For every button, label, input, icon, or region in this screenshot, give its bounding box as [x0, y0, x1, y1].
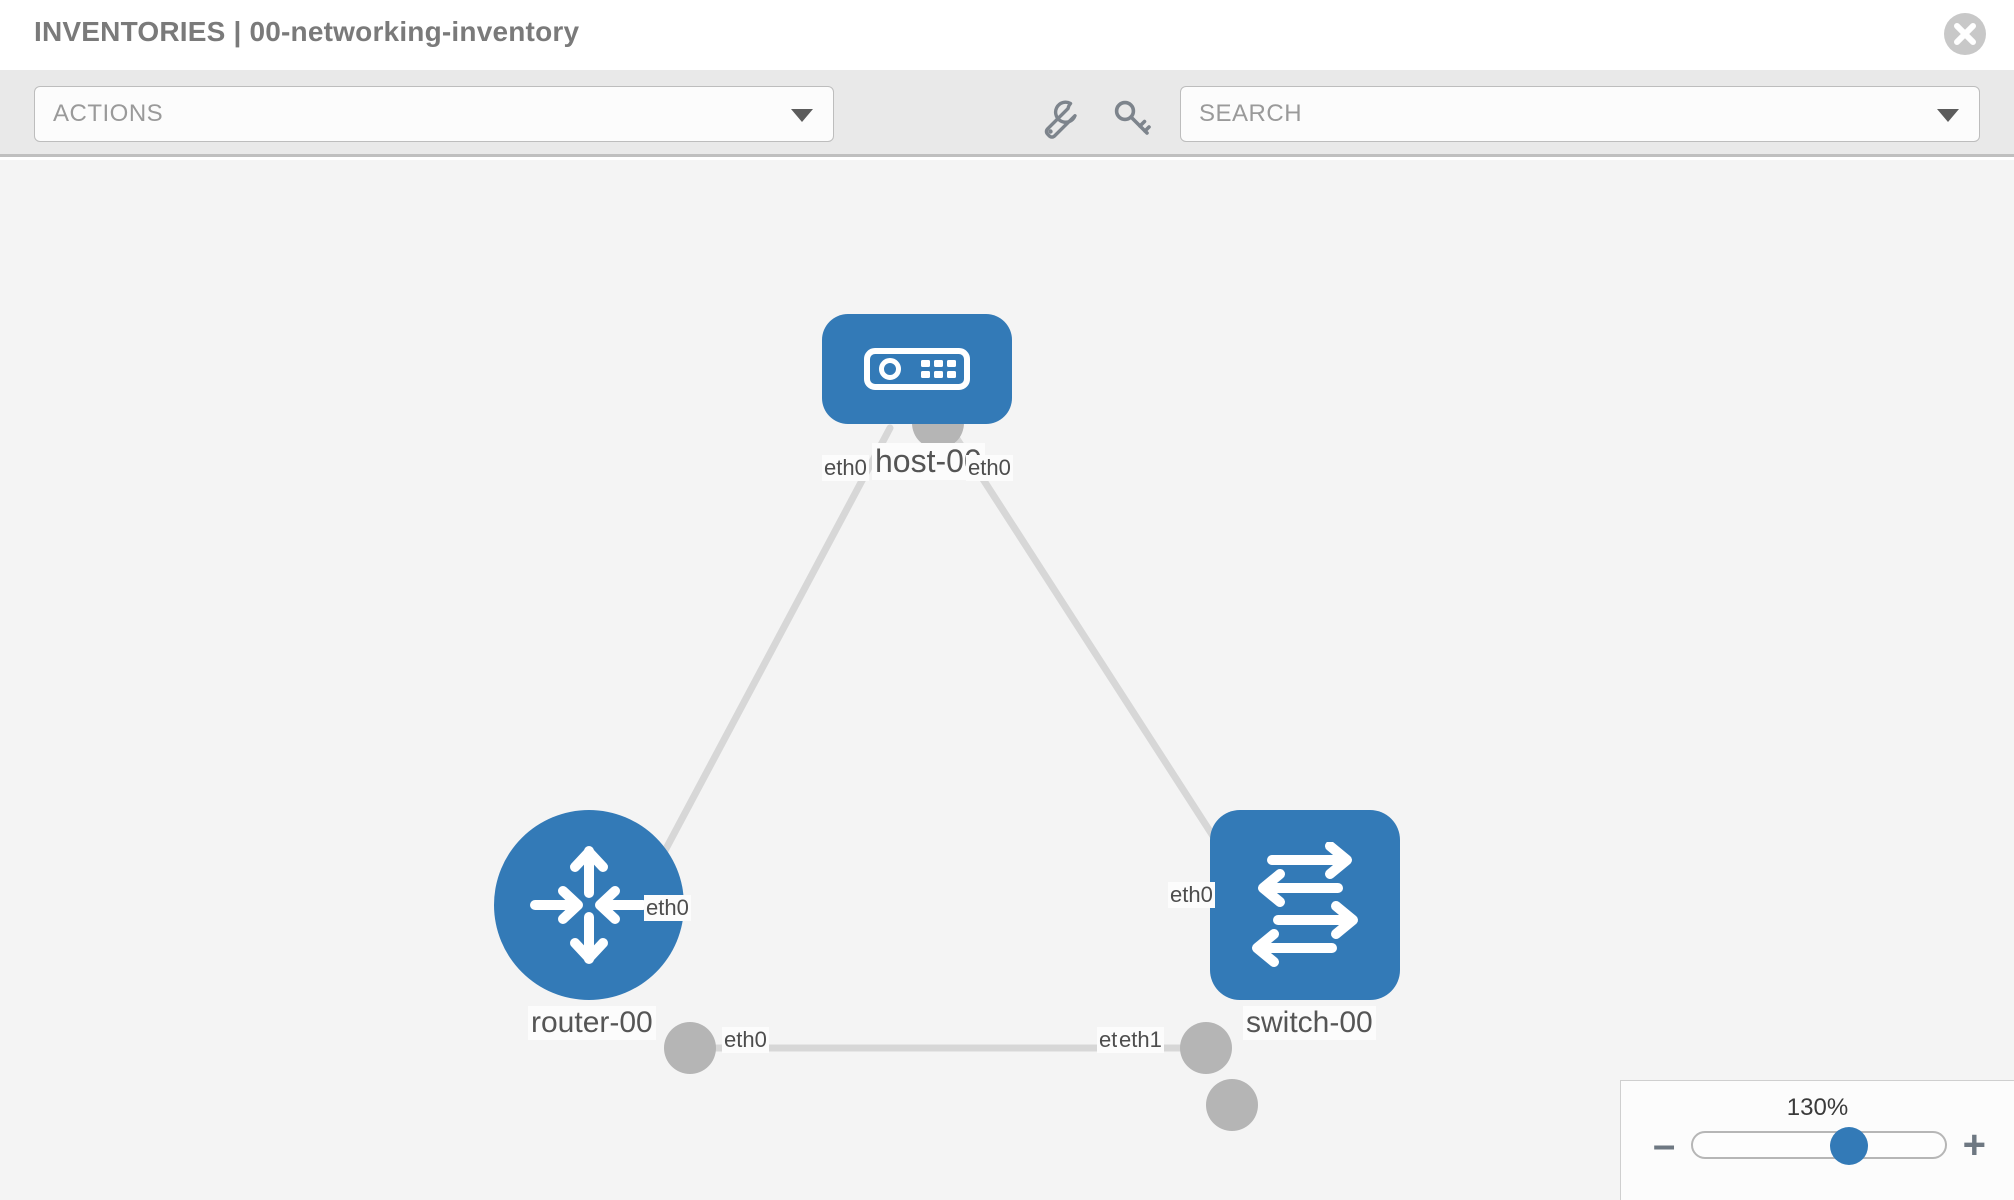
chevron-down-icon[interactable]	[1937, 109, 1959, 122]
actions-dropdown[interactable]: ACTIONS	[34, 86, 834, 142]
wrench-icon[interactable]	[1040, 96, 1084, 140]
chevron-down-icon	[791, 109, 813, 122]
node-label-router-00: router-00	[528, 1006, 656, 1040]
key-icon[interactable]	[1110, 96, 1154, 140]
actions-dropdown-label: ACTIONS	[53, 100, 164, 127]
link-host-switch	[946, 424, 1226, 854]
topology-canvas[interactable]: host-00 router-00 switch-00 eth0 eth0 et…	[0, 160, 2014, 1200]
topology-node-host-00[interactable]	[822, 314, 1012, 424]
page-header: INVENTORIES | 00-networking-inventory	[0, 0, 2014, 70]
port-label-switch-to-host: eth0	[1168, 882, 1215, 908]
toolbar: ACTIONS SEARCH	[0, 70, 2014, 157]
page-title: INVENTORIES | 00-networking-inventory	[34, 16, 580, 47]
zoom-in-button[interactable]: +	[1962, 1123, 1986, 1167]
switch-arrows-icon	[1252, 842, 1358, 967]
port-label-switch-to-router: eth1	[1117, 1027, 1164, 1053]
port-label-router-to-switch: eth0	[722, 1027, 769, 1053]
host-node-shape	[822, 314, 1012, 424]
port-connector-switch-left-mid	[1180, 1022, 1232, 1074]
link-host-router	[656, 424, 894, 864]
zoom-control-panel: 130% – +	[1620, 1080, 2014, 1200]
switch-node-shape	[1210, 810, 1400, 1000]
close-icon[interactable]	[1944, 13, 1986, 55]
port-connector-router-right	[664, 1022, 716, 1074]
zoom-level-value: 130%	[1786, 1094, 1849, 1121]
server-icon	[864, 348, 970, 390]
node-label-host-00: host-00	[872, 443, 985, 480]
port-connector-switch-left-top	[1206, 1079, 1258, 1131]
port-label-host-to-router: eth0	[822, 455, 869, 481]
zoom-out-button[interactable]: –	[1653, 1123, 1676, 1167]
port-label-router-to-host: eth0	[644, 895, 691, 921]
search-placeholder: SEARCH	[1199, 100, 1303, 127]
topology-node-switch-00[interactable]	[1210, 810, 1400, 1000]
search-input[interactable]: SEARCH	[1180, 86, 1980, 142]
zoom-slider[interactable]	[1691, 1127, 1947, 1165]
node-label-switch-00: switch-00	[1243, 1006, 1376, 1040]
zoom-slider-thumb[interactable]	[1830, 1127, 1869, 1165]
router-arrows-icon	[530, 846, 648, 964]
port-label-host-to-switch: eth0	[966, 455, 1013, 481]
